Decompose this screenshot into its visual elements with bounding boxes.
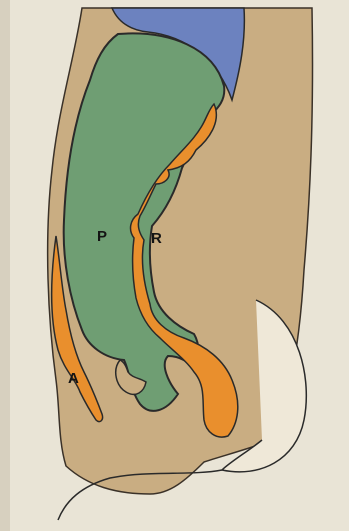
label-a: A <box>68 370 79 387</box>
page-left-edge <box>0 0 10 531</box>
label-r: R <box>151 230 162 247</box>
label-p: P <box>97 228 107 245</box>
